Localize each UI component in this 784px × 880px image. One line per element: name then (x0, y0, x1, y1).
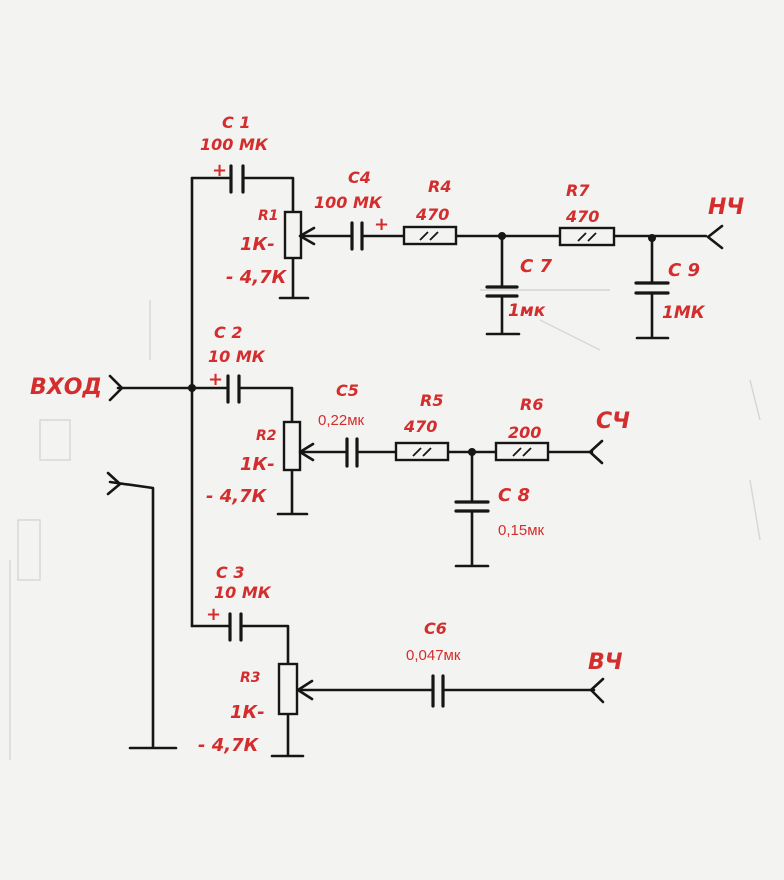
r4-name-label: R4 (428, 177, 451, 196)
c2-polarity-label: + (208, 369, 223, 390)
ground-terminal-icon (106, 471, 122, 496)
resistor-r6-symbol (494, 441, 550, 462)
input-port-label: ВХОД (30, 375, 102, 400)
capacitors (226, 164, 670, 708)
c8-wire (454, 450, 490, 568)
resistors (394, 225, 616, 462)
capacitor-c2-symbol (226, 374, 241, 404)
mf-output-label: СЧ (596, 409, 630, 434)
c8-value-label: 0,15мк (498, 522, 545, 539)
capacitor-c7-symbol (485, 285, 519, 298)
r1-ground-wire (278, 256, 310, 300)
capacitor-c4-symbol (350, 221, 364, 251)
terminals (106, 224, 724, 704)
c7-wire (485, 234, 521, 336)
hf-output-label: ВЧ (588, 650, 623, 675)
c9-wire (635, 234, 670, 340)
junction-dot (498, 232, 506, 240)
r4-value-label: 470 (415, 205, 449, 224)
r2-value1-label: 1К- (240, 454, 275, 475)
potentiometer-r2-symbol (282, 420, 315, 472)
c3-name-label: С 3 (216, 563, 244, 582)
c2-name-label: С 2 (214, 323, 242, 342)
c1-polarity-label: + (212, 160, 227, 181)
capacitor-c3-symbol (228, 612, 243, 642)
capacitor-c6-symbol (431, 674, 445, 708)
input-terminal-icon (108, 374, 124, 402)
r3-value1-label: 1К- (230, 702, 265, 723)
junctions (188, 232, 656, 456)
c9-value-label: 1МК (662, 303, 706, 323)
c4-name-label: С4 (348, 168, 371, 187)
r6-name-label: R6 (520, 395, 543, 414)
r3-name-label: R3 (240, 670, 261, 686)
r1-value2-label: - 4,7К (226, 267, 288, 288)
potentiometer-r3-symbol (277, 662, 314, 716)
c3-wire (190, 624, 290, 666)
r3-value2-label: - 4,7К (198, 735, 260, 756)
capacitor-c1-symbol (229, 164, 245, 194)
c1-wire (190, 176, 295, 214)
c7-value-label: 1мк (508, 301, 546, 321)
r6-value-label: 200 (508, 423, 541, 442)
c2-wire (190, 386, 294, 424)
c2-value-label: 10 МК (208, 347, 266, 366)
r2-value2-label: - 4,7К (206, 486, 268, 507)
r5-name-label: R5 (420, 391, 443, 410)
c1-value-label: 100 МК (200, 135, 269, 154)
c6-value-label: 0,047мк (406, 647, 461, 664)
c5-value-label: 0,22мк (318, 412, 365, 429)
c3-value-label: 10 МК (214, 583, 272, 602)
capacitor-c9-symbol (634, 281, 670, 295)
r2-ground-wire (276, 468, 309, 516)
c3-polarity-label: + (206, 604, 221, 625)
c4-value-label: 100 МК (314, 193, 383, 212)
potentiometer-r1-symbol (283, 210, 316, 260)
lf-output-label: НЧ (708, 195, 744, 220)
r5-value-label: 470 (403, 417, 437, 436)
mf-output-terminal-icon (588, 439, 604, 465)
resistor-r7-symbol (558, 226, 616, 247)
r1-name-label: R1 (258, 208, 279, 224)
c1-name-label: С 1 (222, 113, 250, 132)
c8-name-label: С 8 (498, 485, 530, 506)
resistor-r4-symbol (402, 225, 458, 246)
wires (108, 176, 708, 758)
c4-polarity-label: + (374, 214, 389, 235)
r7-name-label: R7 (566, 181, 590, 200)
c7-name-label: С 7 (520, 256, 552, 277)
hf-output-terminal-icon (589, 677, 605, 704)
c6-name-label: С6 (424, 619, 447, 638)
junction-dot (648, 234, 656, 242)
r2-name-label: R2 (256, 428, 277, 444)
resistor-r5-symbol (394, 441, 450, 462)
c9-name-label: С 9 (668, 260, 700, 281)
capacitor-c5-symbol (345, 437, 359, 468)
capacitor-c8-symbol (454, 500, 490, 513)
junction-dot (188, 384, 196, 392)
r3-ground-wire (270, 712, 305, 758)
paper-show-through (9, 289, 761, 760)
potentiometers (277, 210, 316, 716)
junction-dot (468, 448, 476, 456)
r7-value-label: 470 (565, 207, 599, 226)
c5-name-label: С5 (336, 381, 359, 400)
lf-output-terminal-icon (706, 224, 724, 250)
ground-wire (108, 480, 178, 750)
r1-value1-label: 1К- (240, 234, 275, 255)
